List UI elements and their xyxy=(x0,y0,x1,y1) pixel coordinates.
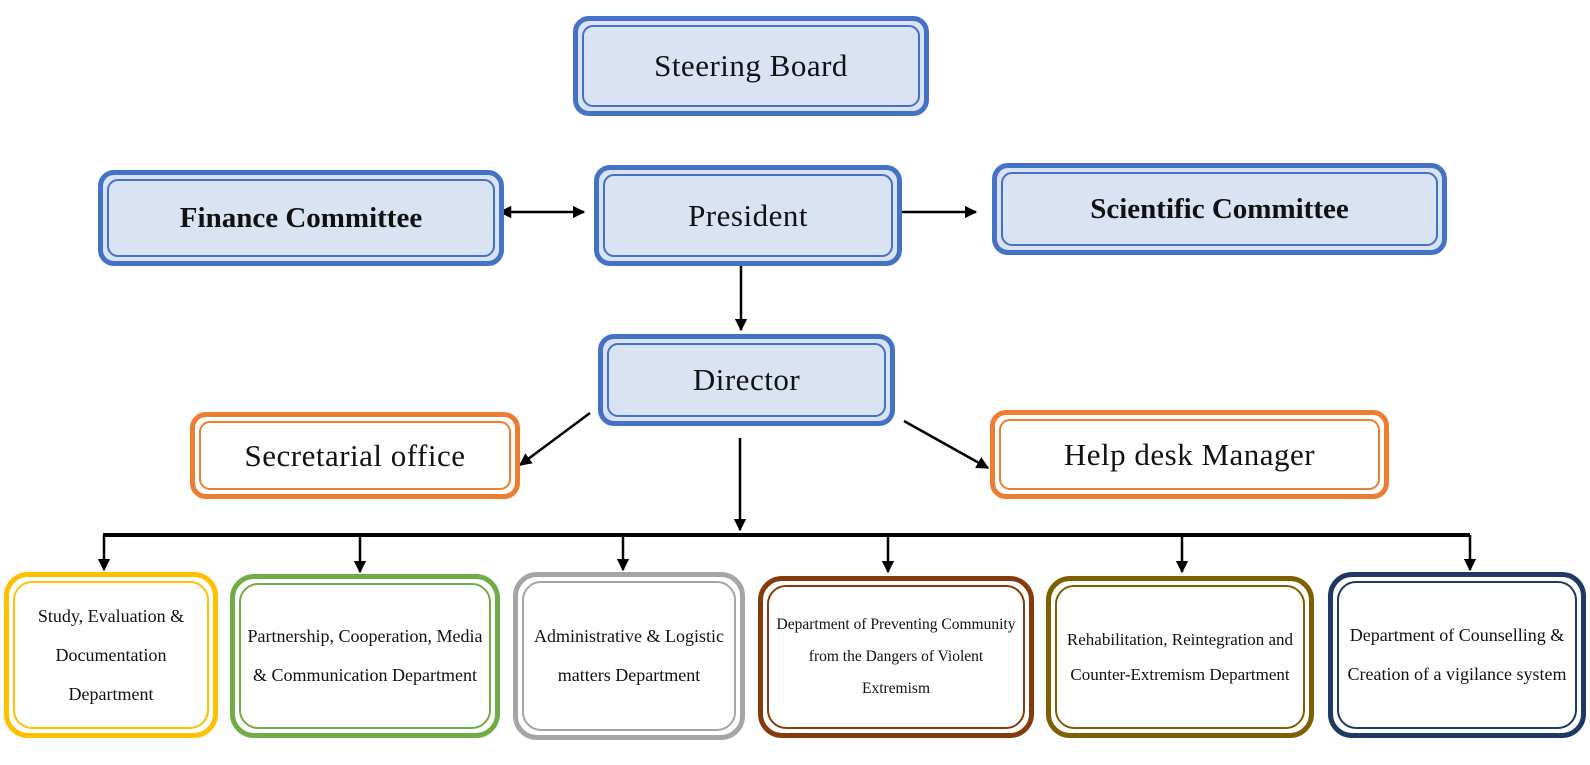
department-box-administrative: Administrative & Logistic matters Depart… xyxy=(513,572,745,740)
secretarial-office-label: Secretarial office xyxy=(244,437,466,473)
finance-committee-box: Finance Committee xyxy=(98,170,504,266)
director-label: Director xyxy=(692,362,801,397)
department-label: Administrative & Logistic matters Depart… xyxy=(534,626,724,685)
arrow-director-helpdesk xyxy=(903,419,990,470)
secretarial-office-box: Secretarial office xyxy=(190,412,520,499)
director-box: Director xyxy=(598,334,895,426)
help-desk-manager-label: Help desk Manager xyxy=(1063,436,1316,472)
department-label: Study, Evaluation & Documentation Depart… xyxy=(37,605,185,704)
department-label: Department of Preventing Community from … xyxy=(776,616,1016,697)
department-box-partnership: Partnership, Cooperation, Media & Commun… xyxy=(230,574,500,738)
help-desk-manager-box: Help desk Manager xyxy=(990,410,1389,499)
arrow-director-secretarial xyxy=(518,411,591,467)
department-box-study-evaluation: Study, Evaluation & Documentation Depart… xyxy=(4,572,218,738)
department-box-rehabilitation: Rehabilitation, Reintegration and Counte… xyxy=(1046,576,1314,738)
steering-board-label: Steering Board xyxy=(654,48,848,83)
president-label: President xyxy=(688,197,808,233)
president-box: President xyxy=(594,165,902,266)
department-box-preventing-extremism: Department of Preventing Community from … xyxy=(758,576,1034,738)
finance-committee-label: Finance Committee xyxy=(179,201,423,234)
scientific-committee-label: Scientific Committee xyxy=(1090,192,1349,225)
department-label: Rehabilitation, Reintegration and Counte… xyxy=(1066,630,1294,684)
scientific-committee-box: Scientific Committee xyxy=(992,163,1447,255)
department-label: Department of Counselling & Creation of … xyxy=(1347,625,1567,684)
steering-board-box: Steering Board xyxy=(573,16,929,116)
department-box-counselling: Department of Counselling & Creation of … xyxy=(1328,572,1586,738)
department-label: Partnership, Cooperation, Media & Commun… xyxy=(247,626,483,685)
